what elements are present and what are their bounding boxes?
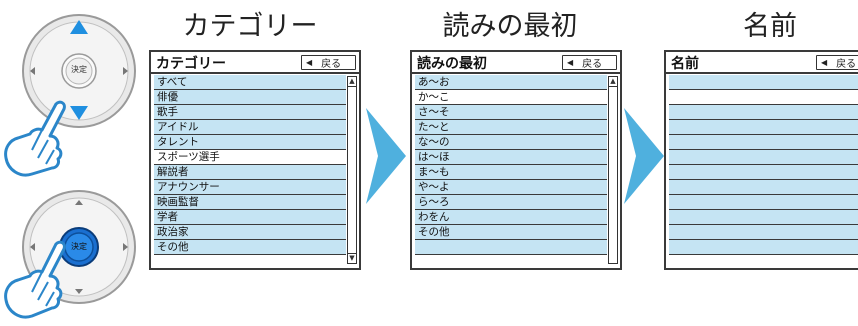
list-item[interactable]: スポーツ選手 bbox=[154, 150, 346, 165]
category-list: すべて俳優歌手アイドルタレントスポーツ選手解説者アナウンサー映画監督学者政治家そ… bbox=[154, 75, 346, 255]
reading-panel: 読みの最初 ◀ 戻る あ～おか～こさ～そた～とな～のは～ほま～もや～よら～ろわを… bbox=[410, 50, 622, 270]
pointing-hand-icon bbox=[2, 98, 72, 182]
list-item[interactable]: アイドル bbox=[154, 120, 346, 135]
panel-header: 読みの最初 ◀ 戻る bbox=[412, 52, 620, 74]
list-item[interactable]: アナウンサー bbox=[154, 180, 346, 195]
list-item[interactable]: すべて bbox=[154, 75, 346, 90]
back-arrow-icon: ◀ bbox=[567, 58, 574, 67]
list-item[interactable]: ら～ろ bbox=[415, 195, 607, 210]
down-arrow-icon bbox=[70, 106, 88, 120]
remote-dpad-bottom bbox=[20, 188, 138, 306]
category-panel: カテゴリー ◀ 戻る すべて俳優歌手アイドルタレントスポーツ選手解説者アナウンサ… bbox=[149, 50, 361, 270]
list-item[interactable]: 政治家 bbox=[154, 225, 346, 240]
section-title-category: カテゴリー bbox=[182, 11, 318, 42]
list-item[interactable] bbox=[669, 135, 858, 150]
back-button[interactable]: ◀ 戻る bbox=[301, 55, 356, 70]
list-item[interactable]: その他 bbox=[415, 225, 607, 240]
name-panel: 名前 ◀ 戻る bbox=[664, 50, 858, 270]
right-arrow-icon bbox=[123, 67, 128, 75]
pointing-hand-icon bbox=[0, 238, 70, 326]
enter-button-top-label: 決定 bbox=[71, 65, 87, 74]
back-arrow-icon: ◀ bbox=[821, 58, 828, 67]
list-item[interactable]: ま～も bbox=[415, 165, 607, 180]
list-item[interactable]: あ～お bbox=[415, 75, 607, 90]
list-item[interactable] bbox=[669, 90, 858, 105]
list-item[interactable] bbox=[415, 240, 607, 255]
back-label: 戻る bbox=[321, 59, 342, 70]
list-item[interactable] bbox=[669, 105, 858, 120]
panel-header: カテゴリー ◀ 戻る bbox=[151, 52, 359, 74]
remote-dpad-top bbox=[20, 12, 138, 130]
list-item[interactable]: タレント bbox=[154, 135, 346, 150]
list-item[interactable] bbox=[669, 195, 858, 210]
list-item[interactable] bbox=[669, 180, 858, 195]
up-arrow-icon bbox=[70, 20, 88, 34]
list-item[interactable] bbox=[669, 165, 858, 180]
list-item[interactable]: 歌手 bbox=[154, 105, 346, 120]
scrollbar[interactable]: ▲ ▼ bbox=[347, 76, 357, 264]
list-item[interactable]: た～と bbox=[415, 120, 607, 135]
panel-title: カテゴリー bbox=[156, 56, 226, 72]
left-arrow-icon bbox=[30, 67, 35, 75]
list-item[interactable] bbox=[669, 240, 858, 255]
scroll-up-icon[interactable]: ▲ bbox=[609, 77, 617, 87]
enter-button-bottom-label: 決定 bbox=[71, 242, 87, 251]
list-item[interactable]: 解説者 bbox=[154, 165, 346, 180]
list-item[interactable]: は～ほ bbox=[415, 150, 607, 165]
panel-header: 名前 ◀ 戻る bbox=[666, 52, 858, 74]
list-item[interactable] bbox=[669, 225, 858, 240]
back-button[interactable]: ◀ 戻る bbox=[816, 55, 858, 70]
section-title-name: 名前 bbox=[743, 11, 797, 42]
scrollbar[interactable]: ▲ bbox=[608, 76, 618, 264]
chevron-right-icon bbox=[624, 108, 664, 208]
list-item[interactable]: な～の bbox=[415, 135, 607, 150]
section-title-reading: 読みの最初 bbox=[442, 11, 578, 42]
list-item[interactable]: や～よ bbox=[415, 180, 607, 195]
scroll-up-icon[interactable]: ▲ bbox=[348, 77, 356, 87]
list-item[interactable]: わをん bbox=[415, 210, 607, 225]
scroll-down-icon[interactable]: ▼ bbox=[348, 253, 356, 262]
list-item[interactable] bbox=[669, 120, 858, 135]
list-item[interactable]: か～こ bbox=[415, 90, 607, 105]
list-item[interactable] bbox=[669, 210, 858, 225]
back-arrow-icon: ◀ bbox=[306, 58, 313, 67]
reading-list: あ～おか～こさ～そた～とな～のは～ほま～もや～よら～ろわをんその他 bbox=[415, 75, 607, 255]
chevron-right-icon bbox=[366, 108, 406, 208]
name-list bbox=[669, 75, 858, 255]
list-item[interactable]: 映画監督 bbox=[154, 195, 346, 210]
panel-title: 読みの最初 bbox=[417, 56, 487, 72]
list-item[interactable]: さ～そ bbox=[415, 105, 607, 120]
list-item[interactable]: その他 bbox=[154, 240, 346, 255]
list-item[interactable]: 俳優 bbox=[154, 90, 346, 105]
back-button[interactable]: ◀ 戻る bbox=[562, 55, 617, 70]
panel-title: 名前 bbox=[671, 56, 699, 72]
list-item[interactable] bbox=[669, 150, 858, 165]
list-item[interactable]: 学者 bbox=[154, 210, 346, 225]
back-label: 戻る bbox=[582, 59, 603, 70]
back-label: 戻る bbox=[836, 59, 857, 70]
list-item[interactable] bbox=[669, 75, 858, 90]
